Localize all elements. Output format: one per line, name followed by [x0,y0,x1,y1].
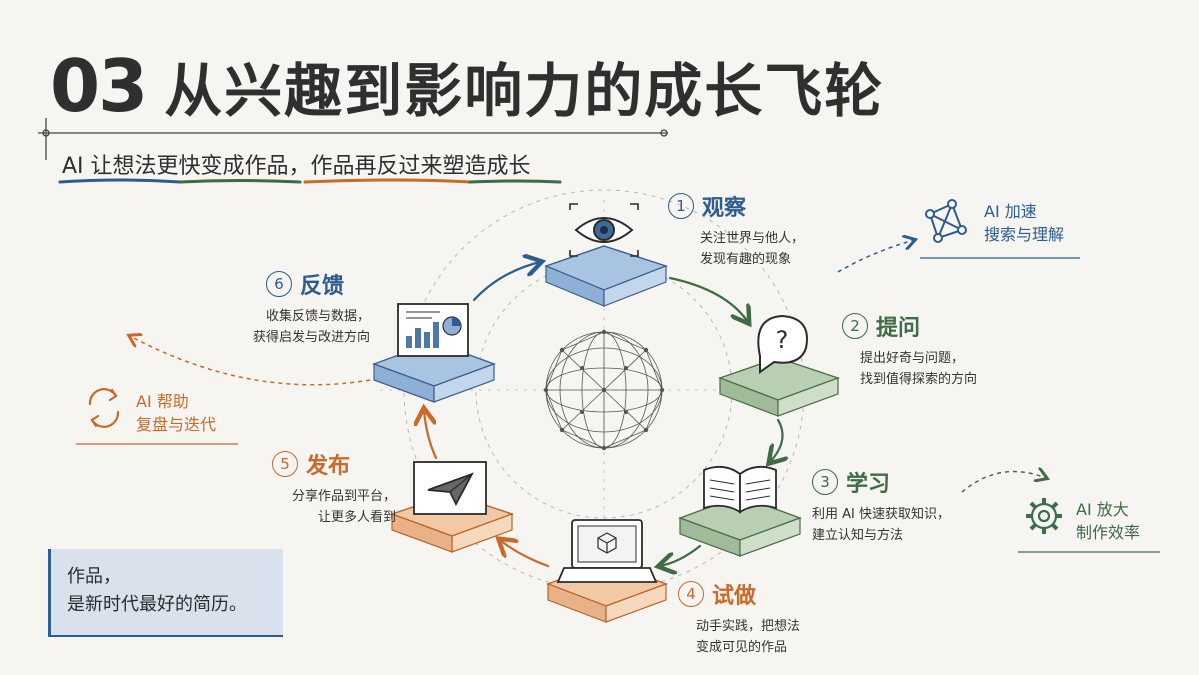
step-desc-line: 提出好奇与问题， [860,351,965,366]
step-desc-line: 建立认知与方法 [812,528,904,543]
step-desc-line: 找到值得探索的方向 [860,372,978,387]
cycle-arrows-icon [88,388,120,428]
question-bubble-icon: ? [757,314,808,374]
ai-note-line: 制作效率 [1076,523,1141,542]
ai-note-line: AI 放大 [1076,500,1129,519]
step-desc-line: 获得启发与改进方向 [252,330,370,345]
step-title: 试做 [712,584,757,609]
step-publish: 5 发布 分享作品到平台， 让更多人看到 [256,448,396,528]
step-title: 观察 [702,196,747,221]
step-number: 1 [668,193,694,219]
quote-line: 是新时代最好的简历。 [67,594,247,615]
network-icon [925,199,967,243]
step-number: 6 [266,271,292,297]
subtitle: AI 让想法更快变成作品，作品再反过来塑造成长 [62,154,531,179]
ai-note-search: AI 加速 搜索与理解 [984,200,1064,246]
step-desc-line: 让更多人看到 [317,510,396,525]
step-desc-line: 分享作品到平台， [291,489,396,504]
laptop-icon [556,519,658,583]
step-title: 学习 [846,472,891,497]
cycle-arrows [424,262,783,566]
title-number: 03 [50,44,148,128]
platform-feedback [371,303,497,403]
eye-icon [569,203,639,257]
step-desc-line: 变成可见的作品 [696,640,788,655]
title-text: 从兴趣到影响力的成长飞轮 [164,57,885,125]
step-observe: 1 观察 关注世界与他人， 发现有趣的现象 [668,190,804,270]
ai-note-line: 搜索与理解 [984,225,1065,244]
platform-observe [544,203,669,307]
ai-note-efficiency: AI 放大 制作效率 [1076,498,1140,544]
svg-text:?: ? [776,326,789,354]
quote-line: 作品， [67,566,121,587]
network-sphere-icon [543,329,665,451]
gear-icon [1026,498,1062,534]
step-title: 提问 [876,316,921,341]
ai-note-line: 复盘与迭代 [136,415,217,434]
step-try: 4 试做 动手实践，把想法 变成可见的作品 [678,578,800,658]
step-desc-line: 关注世界与他人， [700,231,805,246]
step-feedback: 6 反馈 收集反馈与数据， 获得启发与改进方向 [226,268,370,348]
step-desc-line: 发现有趣的现象 [700,252,792,267]
platform-publish [389,461,515,553]
title-underline [38,118,668,160]
ai-note-line: AI 帮助 [136,392,189,411]
step-number: 2 [842,313,868,339]
platform-ask: ? [717,314,841,417]
step-title: 发布 [306,454,351,479]
ai-note-review: AI 帮助 复盘与迭代 [136,390,216,436]
step-ask: 2 提问 提出好奇与问题， 找到值得探索的方向 [842,310,977,390]
step-number: 3 [812,469,838,495]
platform-learn [677,465,803,557]
subtitle-underline [58,178,562,184]
ai-note-connectors [130,240,1046,493]
step-learn: 3 学习 利用 AI 快速获取知识， 建立认知与方法 [812,466,950,546]
open-book-icon [703,465,777,514]
step-number: 5 [272,451,298,477]
dashboard-icon [397,303,469,357]
step-desc-line: 动手实践，把想法 [696,619,801,634]
step-number: 4 [678,581,704,607]
paper-plane-icon [413,461,487,515]
quote-box: 作品， 是新时代最好的简历。 [48,549,283,637]
step-desc-line: 利用 AI 快速获取知识， [812,507,950,522]
platform-try [546,519,669,623]
ai-note-line: AI 加速 [984,202,1037,221]
step-title: 反馈 [300,274,345,299]
step-desc-line: 收集反馈与数据， [265,309,370,324]
